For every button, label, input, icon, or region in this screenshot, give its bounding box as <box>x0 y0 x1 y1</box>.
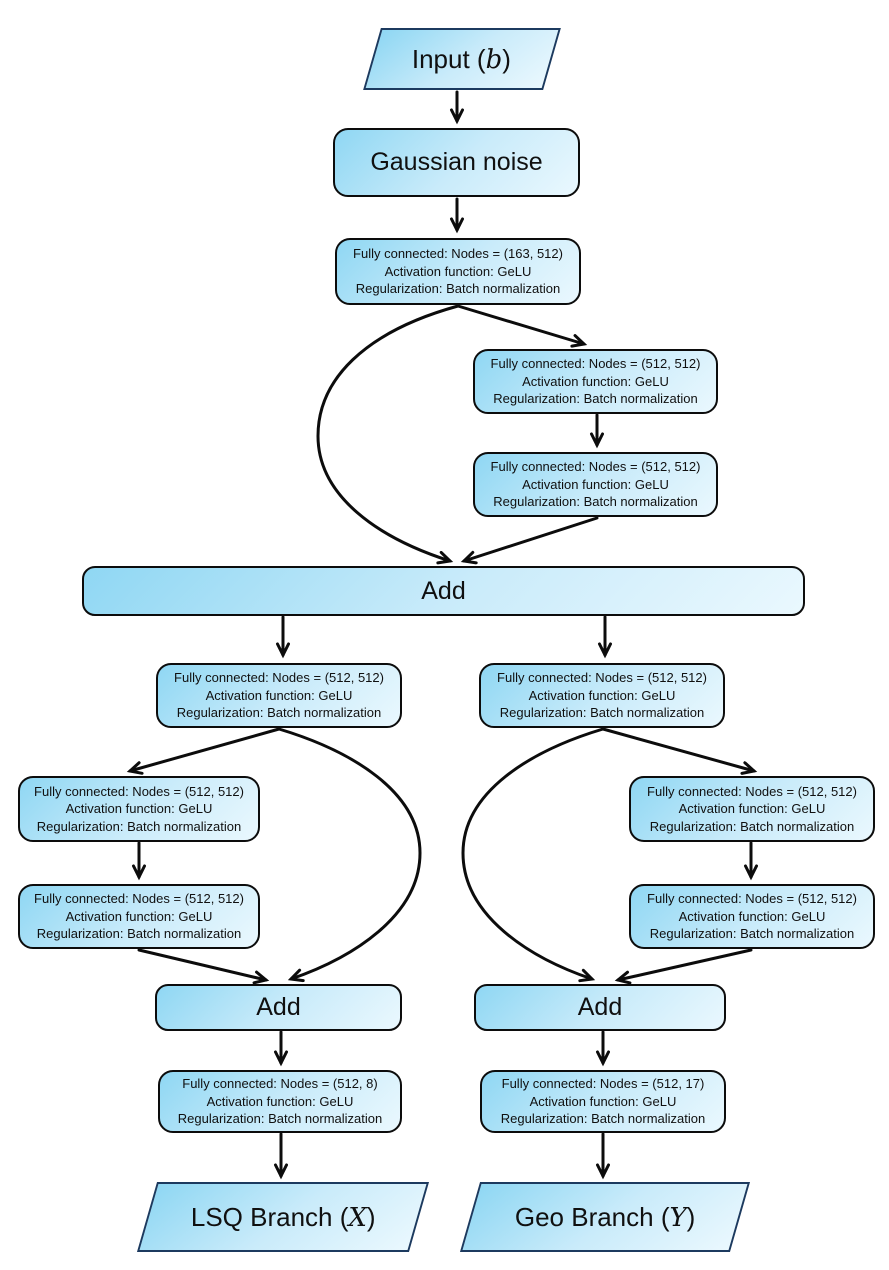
fc-line: Fully connected: Nodes = (512, 512) <box>647 783 857 799</box>
fc-line: Regularization: Batch normalization <box>493 391 698 407</box>
geo-output-label: Geo Branch (Y) <box>514 1201 696 1233</box>
fc-line: Regularization: Batch normalization <box>176 705 382 721</box>
fc-line: Activation function: GeLU <box>65 801 213 817</box>
fc-block-left3: Fully connected: Nodes = (512, 512) Acti… <box>18 884 260 949</box>
fc-block-right2: Fully connected: Nodes = (512, 512) Acti… <box>629 776 875 842</box>
fc-line: Fully connected: Nodes = (512, 512) <box>647 891 857 907</box>
geo-output-node: Geo Branch (Y) <box>459 1182 751 1252</box>
edge-right1-to-right2 <box>601 727 758 775</box>
fc-line: Fully connected: Nodes = (512, 512) <box>490 459 701 475</box>
edge-fc-main-to-mid1 <box>456 304 588 348</box>
fc-line: Fully connected: Nodes = (512, 512) <box>490 356 701 372</box>
fc-line: Activation function: GeLU <box>529 1093 677 1109</box>
fc-line: Activation function: GeLU <box>678 908 826 924</box>
edge-fc-main-skip-to-add-main <box>316 304 460 565</box>
fc-block-mid2: Fully connected: Nodes = (512, 512) Acti… <box>473 452 718 517</box>
fc-line: Regularization: Batch normalization <box>36 818 242 834</box>
add-bar-main: Add <box>82 566 805 616</box>
fc-line: Regularization: Batch normalization <box>177 1111 383 1127</box>
add-right-label: Add <box>577 993 623 1021</box>
edge-right3-to-add-right <box>614 948 753 985</box>
lsq-output-label: LSQ Branch (X) <box>190 1201 376 1233</box>
gaussian-noise-block: Gaussian noise <box>333 128 580 197</box>
add-left-label: Add <box>256 993 301 1021</box>
fc-line: Fully connected: Nodes = (512, 512) <box>497 670 707 686</box>
add-main-label: Add <box>421 576 466 605</box>
fc-block-left1: Fully connected: Nodes = (512, 512) Acti… <box>156 663 402 728</box>
edge-left1-skip-to-add-left <box>277 727 422 983</box>
fc-line: Regularization: Batch normalization <box>649 818 855 834</box>
fc-line: Regularization: Batch normalization <box>355 281 561 297</box>
fc-block-main: Fully connected: Nodes = (163, 512) Acti… <box>335 238 581 305</box>
fc-line: Fully connected: Nodes = (163, 512) <box>353 246 563 262</box>
edge-left3-to-add-left <box>137 948 270 985</box>
fc-block-right1: Fully connected: Nodes = (512, 512) Acti… <box>479 663 725 728</box>
fc-line: Activation function: GeLU <box>205 687 353 703</box>
input-label: Input (b) <box>412 43 512 75</box>
edge-right1-skip-to-add-right <box>461 727 605 983</box>
add-bar-right: Add <box>474 984 726 1031</box>
fc-block-right3: Fully connected: Nodes = (512, 512) Acti… <box>629 884 875 949</box>
edge-mid2-to-add-main <box>460 516 599 565</box>
fc-line: Fully connected: Nodes = (512, 512) <box>174 670 384 686</box>
fc-block-right-output: Fully connected: Nodes = (512, 17) Activ… <box>480 1070 726 1133</box>
lsq-output-node: LSQ Branch (X) <box>136 1182 430 1252</box>
fc-line: Activation function: GeLU <box>678 801 826 817</box>
fc-line: Activation function: GeLU <box>522 476 669 492</box>
fc-line: Fully connected: Nodes = (512, 512) <box>34 891 244 907</box>
fc-line: Activation function: GeLU <box>384 263 532 279</box>
gaussian-noise-label: Gaussian noise <box>370 148 543 176</box>
fc-line: Activation function: GeLU <box>528 687 676 703</box>
input-node: Input (b) <box>363 28 561 90</box>
fc-block-mid1: Fully connected: Nodes = (512, 512) Acti… <box>473 349 718 414</box>
edge-left1-to-left2 <box>126 727 281 775</box>
fc-line: Activation function: GeLU <box>522 373 669 389</box>
fc-line: Regularization: Batch normalization <box>499 705 705 721</box>
add-bar-left: Add <box>155 984 402 1031</box>
fc-block-left2: Fully connected: Nodes = (512, 512) Acti… <box>18 776 260 842</box>
fc-line: Regularization: Batch normalization <box>493 494 698 510</box>
fc-line: Regularization: Batch normalization <box>649 926 855 942</box>
fc-line: Fully connected: Nodes = (512, 512) <box>34 783 244 799</box>
fc-line: Activation function: GeLU <box>206 1093 354 1109</box>
fc-line: Fully connected: Nodes = (512, 8) <box>182 1076 378 1092</box>
fc-line: Activation function: GeLU <box>65 908 213 924</box>
fc-line: Regularization: Batch normalization <box>36 926 242 942</box>
fc-block-left-output: Fully connected: Nodes = (512, 8) Activa… <box>158 1070 402 1133</box>
fc-line: Fully connected: Nodes = (512, 17) <box>501 1076 705 1092</box>
fc-line: Regularization: Batch normalization <box>500 1111 706 1127</box>
